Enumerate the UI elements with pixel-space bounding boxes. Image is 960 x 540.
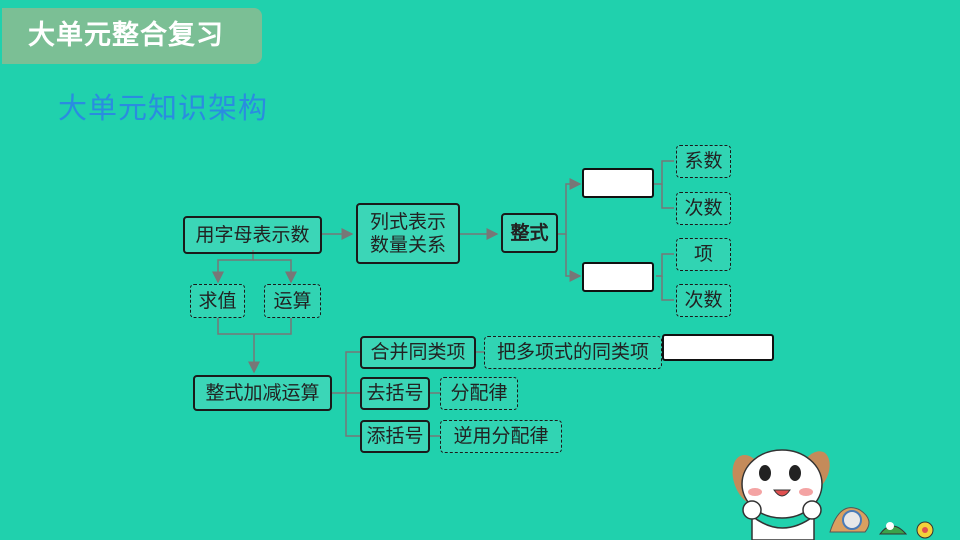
merge-evaluate-operation xyxy=(217,318,292,335)
arrow-to-operation xyxy=(253,259,297,284)
node-degree-mono: 次数 xyxy=(676,192,731,225)
node-operation: 运算 xyxy=(264,284,321,318)
node-combine: 合并同类项 xyxy=(360,336,476,369)
node-coefficient: 系数 xyxy=(676,145,731,178)
branch-degree-mono xyxy=(661,184,674,209)
node-distributive: 分配律 xyxy=(440,377,518,410)
node-letters: 用字母表示数 xyxy=(183,216,322,254)
node-reverse-distributive: 逆用分配律 xyxy=(440,420,562,453)
node-express-line1: 列式表示 xyxy=(369,210,446,233)
node-express-relation: 列式表示 数量关系 xyxy=(356,203,460,264)
branch-combine xyxy=(332,351,360,394)
arrow-poly-poly xyxy=(565,234,582,282)
cartoon-dog-illustration xyxy=(732,449,934,540)
branch-coefficient xyxy=(654,160,674,185)
green-bush-icon xyxy=(878,525,908,535)
branch-term xyxy=(656,253,674,277)
blank-combine-rule xyxy=(662,334,774,361)
branch-degree-poly xyxy=(661,276,674,301)
node-degree-poly: 次数 xyxy=(676,284,731,317)
node-add-paren: 添括号 xyxy=(360,420,430,453)
section-tag: 大单元整合复习 xyxy=(2,8,262,64)
node-express-line2: 数量关系 xyxy=(369,233,446,256)
blank-polynomial xyxy=(582,262,654,292)
node-add-sub: 整式加减运算 xyxy=(193,375,332,411)
node-evaluate: 求值 xyxy=(190,284,245,318)
arrow-poly-mono xyxy=(558,178,582,235)
branch-add-paren xyxy=(345,393,360,437)
section-tag-text: 大单元整合复习 xyxy=(28,20,224,51)
page-subtitle: 大单元知识架构 xyxy=(58,91,269,125)
node-remove-paren: 去括号 xyxy=(360,377,430,410)
node-combine-rule: 把多项式的同类项 xyxy=(484,336,662,369)
arrow-to-evaluate xyxy=(212,250,254,284)
node-term: 项 xyxy=(676,238,731,271)
node-polynomial-expr: 整式 xyxy=(501,213,558,253)
blank-monomial xyxy=(582,168,654,198)
